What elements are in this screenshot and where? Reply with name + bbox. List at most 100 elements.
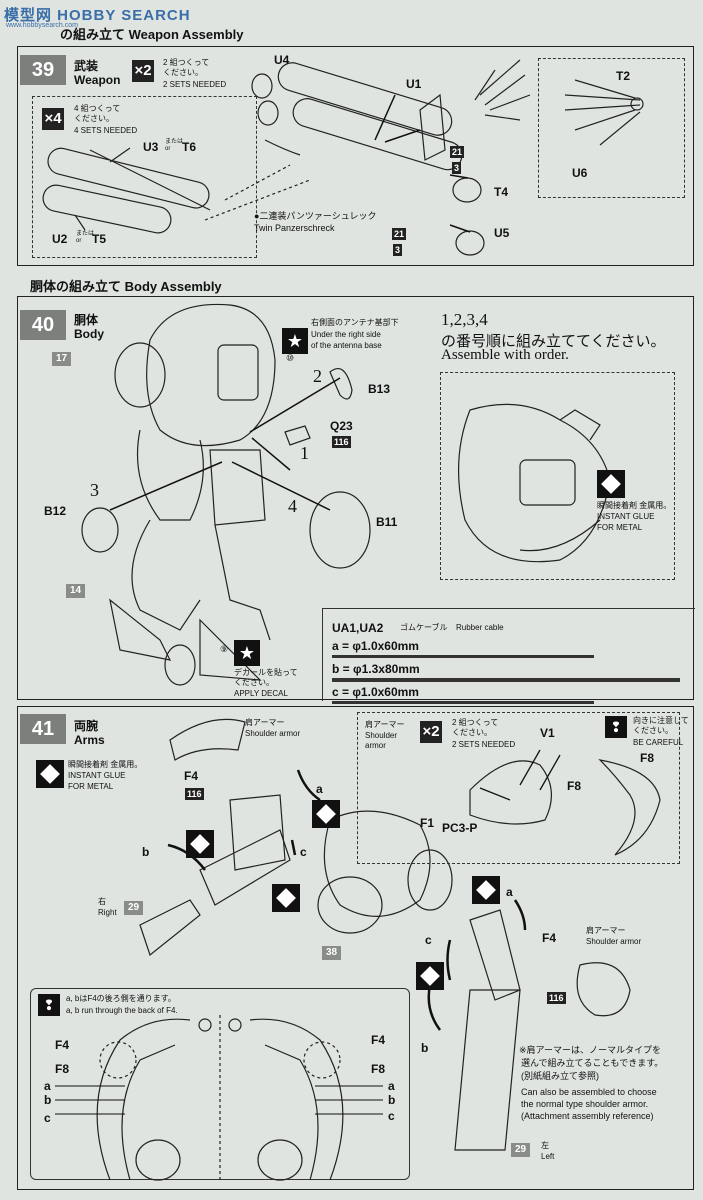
pin-icon: ❢ bbox=[605, 716, 627, 738]
glue-diamond-icon-2 bbox=[186, 830, 214, 858]
step40-inset bbox=[440, 372, 675, 580]
watermark: 模型网 HOBBY SEARCH bbox=[4, 7, 191, 24]
label-u3: U3 bbox=[143, 140, 159, 154]
part-21-a: 21 bbox=[450, 146, 465, 158]
shoulder-jp-left: 肩アーマー bbox=[586, 926, 626, 935]
step41-name-jp: 両腕 bbox=[74, 719, 99, 733]
label-b12: B12 bbox=[44, 504, 67, 518]
routing-b-left: b bbox=[44, 1093, 52, 1107]
inset-shoulder-jp: 肩アーマー bbox=[365, 720, 405, 729]
left-jp: 左 bbox=[541, 1141, 549, 1150]
cable-en: Rubber cable bbox=[456, 623, 504, 632]
part-3-b: 3 bbox=[393, 244, 403, 256]
label-t2: T2 bbox=[616, 69, 631, 83]
part-116-left: 116 bbox=[547, 992, 566, 1004]
label-t6: T6 bbox=[182, 140, 197, 154]
note-en-2: the normal type shoulder armor. bbox=[521, 1099, 649, 1109]
note-jp-1: ※肩アーマーは、ノーマルタイプを bbox=[519, 1045, 662, 1055]
order-numbers: 1,2,3,4 bbox=[441, 310, 488, 329]
antenna-note-en-1: Under the right side bbox=[311, 330, 381, 339]
star-icon-antenna: ★ bbox=[282, 328, 308, 354]
caption-panzerschreck-jp: ●二連装パンツァーシュレック bbox=[254, 211, 377, 221]
step41-panel bbox=[17, 706, 694, 1190]
part-14: 14 bbox=[66, 584, 86, 598]
part-3-a: 3 bbox=[452, 162, 462, 174]
step40-name-en: Body bbox=[74, 327, 104, 341]
glue-jp-body: 瞬間接着剤 金属用。 bbox=[597, 501, 672, 510]
cable-b-bar bbox=[332, 678, 680, 682]
shoulder-jp-right: 肩アーマー bbox=[245, 718, 285, 727]
label-u4: U4 bbox=[274, 53, 290, 67]
part-116-body: 116 bbox=[332, 436, 351, 448]
routing-c-right: c bbox=[388, 1109, 395, 1123]
cable-label-a-right: a bbox=[316, 782, 323, 796]
section-title-body: 胴体の組み立て Body Assembly bbox=[30, 279, 222, 294]
cable-label-a-left: a bbox=[506, 885, 513, 899]
caption-panzerschreck-en: Twin Panzerschreck bbox=[254, 223, 335, 233]
cable-c: c = φ1.0x60mm bbox=[332, 685, 419, 699]
cable-label-c-left: c bbox=[425, 933, 432, 947]
cable-b: b = φ1.3x80mm bbox=[332, 662, 420, 676]
label-f4-left: F4 bbox=[542, 931, 557, 945]
note-jp-3: (別紙組み立て参照) bbox=[521, 1071, 599, 1081]
label-b13: B13 bbox=[368, 382, 391, 396]
careful-en: BE CAREFUL bbox=[633, 738, 684, 747]
step39-mult-en: 2 SETS NEEDED bbox=[163, 80, 227, 89]
glue-en1-arms: INSTANT GLUE bbox=[68, 771, 126, 780]
cable-jp: ゴムケーブル bbox=[400, 623, 448, 632]
part-29-left: 29 bbox=[511, 1143, 531, 1157]
step41-mult-jp: 2 組つくって ください。 bbox=[452, 718, 499, 737]
right-en: Right bbox=[98, 908, 117, 917]
part-38: 38 bbox=[322, 946, 342, 960]
part-116-right: 116 bbox=[185, 788, 204, 800]
routing-en: a, b run through the back of F4. bbox=[66, 1006, 178, 1015]
step39-right-inset bbox=[538, 58, 685, 198]
routing-a-right: a bbox=[388, 1079, 395, 1093]
shoulder-en-right: Shoulder armor bbox=[245, 729, 301, 738]
glue-diamond-icon-3 bbox=[272, 884, 300, 912]
label-u6: U6 bbox=[572, 166, 588, 180]
marker-9: ⑨ bbox=[220, 644, 229, 654]
step39-inset-en: 4 SETS NEEDED bbox=[74, 126, 138, 135]
label-pc3p: PC3-P bbox=[442, 821, 478, 835]
decal-en: APPLY DECAL bbox=[234, 689, 288, 698]
glue-diamond-icon-5 bbox=[416, 962, 444, 990]
part-17: 17 bbox=[52, 352, 72, 366]
routing-a-left: a bbox=[44, 1079, 51, 1093]
glue-en1-body: INSTANT GLUE bbox=[597, 512, 655, 521]
routing-f4-left: F4 bbox=[55, 1038, 70, 1052]
part-29-right: 29 bbox=[124, 901, 144, 915]
label-or-1: または or bbox=[165, 139, 184, 152]
label-or-2: または or bbox=[76, 231, 95, 244]
seq-4: 4 bbox=[288, 496, 297, 516]
seq-3: 3 bbox=[90, 480, 99, 500]
routing-f8-right: F8 bbox=[371, 1062, 386, 1076]
cable-box bbox=[322, 608, 695, 701]
label-b11: B11 bbox=[376, 515, 398, 529]
right-jp: 右 bbox=[98, 897, 106, 906]
glue-en2-arms: FOR METAL bbox=[68, 782, 114, 791]
step39-mult-jp: 2 組つくって ください。 bbox=[163, 58, 210, 77]
step39-name-jp: 武装 bbox=[74, 59, 99, 73]
antenna-note-en-2: of the antenna base bbox=[311, 341, 382, 350]
step39-panel bbox=[17, 46, 694, 266]
glue-diamond-icon-arms bbox=[36, 760, 64, 788]
cable-title: UA1,UA2 bbox=[332, 621, 384, 635]
cable-a-bar bbox=[332, 655, 594, 658]
step39-multiplier: ×2 bbox=[132, 60, 154, 82]
cable-label-c-right: c bbox=[300, 845, 307, 859]
label-f8-inset-2: F8 bbox=[567, 779, 582, 793]
routing-c-left: c bbox=[44, 1111, 51, 1125]
label-t5: T5 bbox=[92, 232, 107, 246]
cable-label-b-left: b bbox=[421, 1041, 429, 1055]
cable-a: a = φ1.0x60mm bbox=[332, 639, 419, 653]
cable-c-bar bbox=[332, 701, 594, 704]
antenna-note-jp: 右側面のアンテナ基部下 bbox=[311, 318, 399, 327]
label-f1: F1 bbox=[420, 816, 435, 830]
routing-jp: a, bはF4の後ろ側を通ります。 bbox=[66, 994, 176, 1003]
label-f4-right: F4 bbox=[184, 769, 199, 783]
label-q23: Q23 bbox=[330, 419, 353, 433]
cable-label-b-right: b bbox=[142, 845, 150, 859]
